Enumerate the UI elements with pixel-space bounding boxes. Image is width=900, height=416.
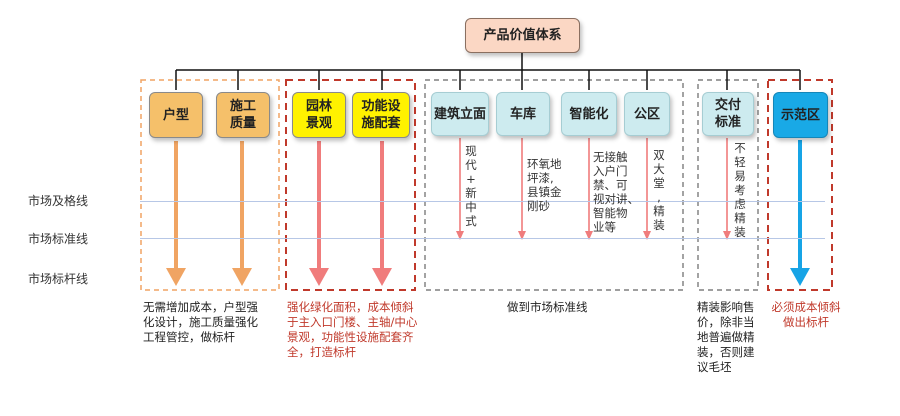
- thin-arrow-jianzhu: [456, 138, 464, 240]
- jiaofu-group-frame: [697, 79, 759, 291]
- node-gongneng: 功能设 施配套: [352, 92, 410, 138]
- caption-orange-group: 无需增加成本，户型强 化设计，施工质量强化 工程管控，做标杆: [143, 300, 258, 344]
- red-arrow-gongneng: [372, 141, 392, 286]
- node-zhineng: 智能化: [561, 92, 617, 136]
- tree-connectors: [175, 53, 801, 90]
- red-arrow-yuanlin: [309, 141, 329, 286]
- level-label-benchmark: 市场标杆线: [28, 272, 89, 286]
- node-jiaofu: 交付 标准: [702, 92, 754, 136]
- level-line-standard: [140, 238, 825, 239]
- note-gongqu: 双 大 堂 , 精 装: [653, 148, 665, 232]
- node-shifan: 示范区: [773, 92, 828, 138]
- note-cheku: 环氧地 坪漆, 县镇金 刚砂: [527, 157, 562, 213]
- level-label-standard: 市场标准线: [28, 232, 89, 246]
- node-cheku: 车库: [496, 92, 550, 136]
- orange-arrow-shigong: [232, 141, 252, 286]
- note-zhineng: 无接触 入户门 禁、可 视对讲、 智能物 业等: [593, 150, 639, 234]
- level-label-pass: 市场及格线: [28, 194, 89, 208]
- level-line-pass: [140, 201, 825, 202]
- root-node: 产品价值体系: [465, 18, 580, 53]
- thin-arrow-jiaofu: [723, 138, 731, 240]
- note-jiaofu: 不 轻 易 考 虑 精 装: [734, 141, 746, 239]
- blue-arrow-shifan: [790, 140, 810, 286]
- thin-arrow-cheku: [518, 138, 526, 240]
- shifan-group-frame: [767, 79, 833, 291]
- orange-group-frame: [140, 79, 280, 291]
- node-jianzhu: 建筑立面: [431, 92, 489, 136]
- node-shigong: 施工 质量: [216, 92, 270, 138]
- orange-arrow-huxing: [166, 141, 186, 286]
- thin-arrow-gongqu: [643, 138, 651, 240]
- caption-jiaofu: 精装影响售 价，除非当 地普遍做精 装，否则建 议毛坯: [697, 300, 755, 374]
- node-yuanlin: 园林 景观: [292, 92, 346, 138]
- blue-group-frame: [424, 79, 684, 291]
- node-huxing: 户型: [149, 92, 203, 138]
- thin-arrow-zhineng: [585, 138, 593, 240]
- caption-red-group: 强化绿化面积，成本倾斜 于主入口门楼、主轴/中心 景观，功能性设施配套齐 全，打…: [287, 300, 418, 359]
- red-group-frame: [285, 79, 416, 291]
- caption-blue-group: 做到市场标准线: [507, 300, 588, 314]
- note-jianzhu: 现 代 + 新 中 式: [465, 144, 477, 228]
- caption-shifan: 必须成本倾斜 做出标杆: [771, 300, 841, 329]
- node-gongqu: 公区: [624, 92, 670, 136]
